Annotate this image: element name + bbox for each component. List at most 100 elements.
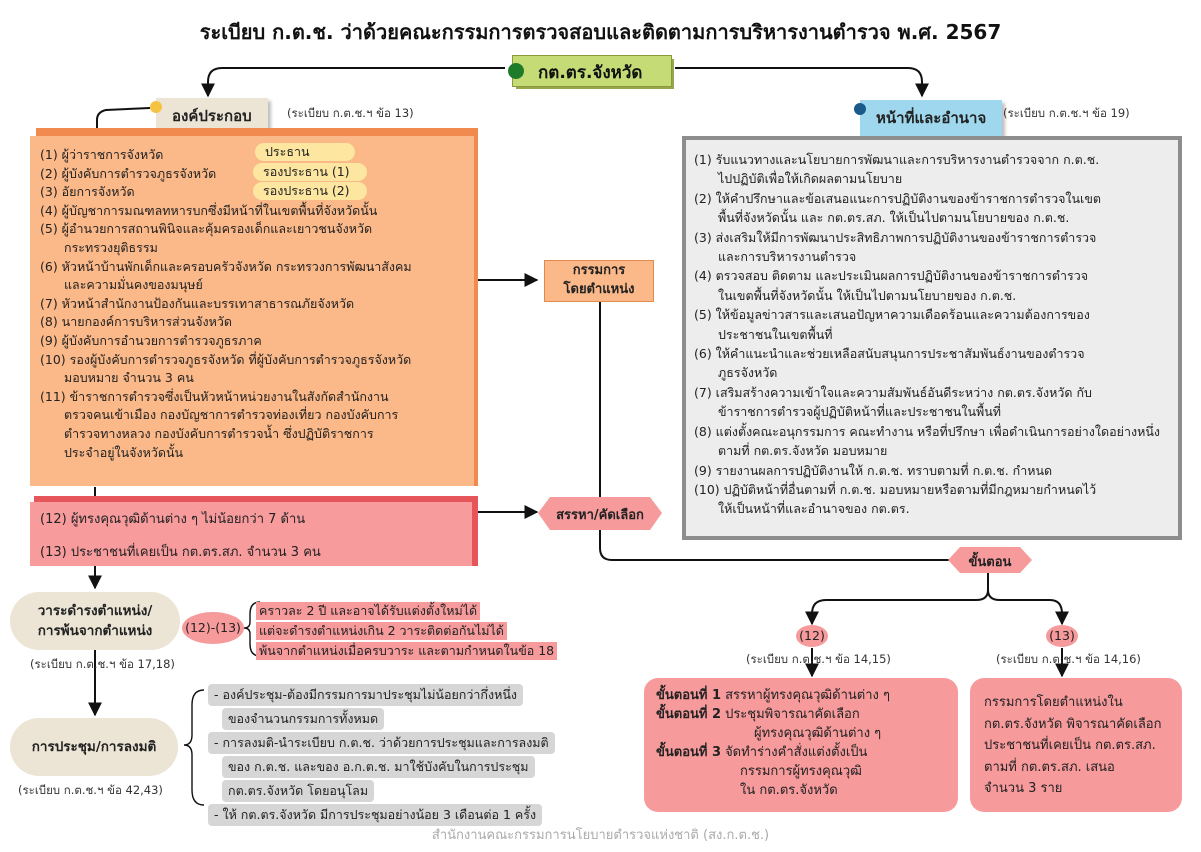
p13-line: จำนวน 3 ราย [984, 781, 1063, 796]
meeting-bullet-line: - การลงมติ-นำระเบียบ ก.ต.ช. ว่าด้วยการปร… [208, 732, 555, 754]
duties-ref: (ระเบียบ ก.ต.ช.ฯ ข้อ 19) [1003, 106, 1130, 120]
composition-item-line: (8) นายกองค์การบริหารส่วนจังหวัด [40, 314, 233, 330]
step-label: ขั้นตอนที่ 2 [656, 707, 722, 722]
composition-item-line: ตรวจคนเข้าเมือง กองบัญชาการตำรวจท่องเที่… [64, 407, 399, 423]
duty-item-line: ข้าราชการตำรวจผู้ปฏิบัติหน้าที่และประชาช… [718, 404, 1002, 420]
duty-item-line: พื้นที่จังหวัดนั้น และ กต.ตร.สภ. ให้เป็น… [718, 210, 1070, 226]
duty-item-line: (6) ให้คำแนะนำและช่วยเหลือสนับสนุนการประ… [694, 346, 1085, 362]
procedure-shape [948, 547, 1032, 573]
provincial-committee-node: กต.ตร.จังหวัด [508, 55, 674, 89]
meeting-bullet-line: ของ ก.ต.ช. และของ อ.ก.ต.ช. มาใช้บังคับใน… [222, 756, 535, 778]
step-text: ผู้ทรงคุณวุฒิด้านต่าง ๆ [754, 726, 882, 741]
term-line-1: คราวละ 2 ปี และอาจได้รับแต่งตั้งใหม่ได้ [256, 602, 481, 620]
p13-line: ตามที่ กต.ตร.สภ. เสนอ [984, 759, 1115, 775]
duty-item-line: (10) ปฏิบัติหน้าที่อื่นตามที่ ก.ต.ช. มอบ… [694, 481, 1097, 497]
composition-item-line: (10) รองผู้บังคับการตำรวจภูธรจังหวัด ที่… [40, 351, 412, 367]
meeting-ref: (ระเบียบ ก.ต.ช.ฯ ข้อ 42,43) [18, 783, 163, 797]
step-line: ผู้ทรงคุณวุฒิด้านต่าง ๆ [656, 724, 890, 743]
meeting-bullet-line: - ให้ กต.ตร.จังหวัด มีการประชุมอย่างน้อย… [208, 804, 543, 826]
recruit-shape [538, 497, 662, 530]
role-chair: ประธาน [255, 143, 355, 161]
term-range-badge: (12)-(13) [182, 612, 244, 644]
procedure-label: ขั้นตอน [968, 555, 1012, 570]
duty-item-line: ให้เป็นหน้าที่และอำนาจของ กต.ตร. [718, 501, 910, 517]
step-text: ประชุมพิจารณาคัดเลือก [725, 707, 860, 722]
composition-item-line: (2) ผู้บังคับการตำรวจภูธรจังหวัด [40, 165, 217, 181]
meeting-bullet-line: กต.ตร.จังหวัด โดยอนุโลม [222, 780, 375, 802]
p13-box: กรรมการโดยตำแหน่งในกต.ตร.จังหวัด พิจารณา… [970, 678, 1182, 812]
step-text: ใน กต.ตร.จังหวัด [740, 783, 838, 798]
green-dot-icon [508, 63, 524, 79]
term-line-3: พ้นจากตำแหน่งเมื่อครบวาระ และตามกำหนดในข… [256, 642, 558, 660]
meeting-bullet-line: ของจำนวนกรรมการทั้งหมด [222, 708, 385, 730]
composition-item-line: (1) ผู้ว่าราชการจังหวัด [40, 147, 164, 162]
duty-item-line: ในเขตพื้นที่จังหวัดนั้น ให้เป็นไปตามนโยบ… [718, 287, 1017, 303]
duty-item-line: (7) เสริมสร้างความเข้าใจและความสัมพันธ์อ… [694, 384, 1092, 400]
composition-item-line: ตำรวจทางหลวง กองบังคับการตำรวจน้ำ ซึ่งปฏ… [64, 425, 374, 441]
duty-item-line: ตามที่ กต.ตร.จังหวัด มอบหมาย [718, 443, 888, 459]
p13-ref: (ระเบียบ ก.ต.ช.ฯ ข้อ 14,16) [996, 652, 1141, 666]
composition-box: (1) ผู้ว่าราชการจังหวัด (2) ผู้บังคับการต… [30, 136, 474, 486]
p13-line: ประชาชนที่เคยเป็น กต.ตร.สภ. [984, 738, 1156, 753]
step-label: ขั้นตอนที่ 3 [656, 745, 722, 760]
duty-item-line: (5) ให้ข้อมูลข่าวสารและเสนอปัญหาความเดือ… [694, 307, 1090, 323]
term-ref: (ระเบียบ ก.ต.ช.ฯ ข้อ 17,18) [30, 657, 175, 671]
duty-item-line: (8) แต่งตั้งคณะอนุกรรมการ คณะทำงาน หรือท… [694, 423, 1160, 439]
duty-item-line: (1) รับแนวทางและนโยบายการพัฒนาและการบริห… [694, 152, 1100, 167]
meeting-details: - องค์ประชุม-ต้องมีกรรมการมาประชุมไม่น้อ… [208, 684, 555, 828]
member-12: (12) ผู้ทรงคุณวุฒิด้านต่าง ๆ ไม่น้อยกว่า… [40, 512, 306, 527]
yellow-dot-icon [150, 101, 162, 113]
composition-item-line: ประจำอยู่ในจังหวัดนั้น [64, 444, 184, 460]
p12-ref: (ระเบียบ ก.ต.ช.ฯ ข้อ 14,15) [746, 652, 891, 666]
footer: สำนักงานคณะกรรมการนโยบายตำรวจแห่งชาติ (ส… [431, 828, 770, 843]
p13-line: กต.ตร.จังหวัด พิจารณาคัดเลือก [984, 716, 1162, 732]
role-vice-1: รองประธาน (1) [253, 163, 367, 181]
term-details: คราวละ 2 ปี และอาจได้รับแต่งตั้งใหม่ได้ … [256, 600, 558, 660]
composition-item-line: กระทรวงยุติธรรม [64, 239, 158, 255]
composition-item-line: (4) ผู้บัญชาการมณฑลทหารบกซึ่งมีหน้าที่ใน… [40, 202, 378, 218]
duties-box: (1) รับแนวทางและนโยบายการพัฒนาและการบริห… [682, 136, 1182, 540]
duty-item-line: และการบริหารงานตำรวจ [718, 249, 857, 265]
duty-item-line: (3) ส่งเสริมให้มีการพัฒนาประสิทธิภาพการป… [694, 229, 1097, 245]
role-vice-2: รองประธาน (2) [253, 182, 367, 200]
term-line-2: แต่จะดำรงตำแหน่งเกิน 2 วาระติดต่อกันไม่ไ… [256, 622, 507, 640]
center-node-label: กต.ตร.จังหวัด [538, 63, 643, 83]
composition-item-line: (11) ข้าราชการตำรวจซึ่งเป็นหัวหน้าหน่วยง… [40, 388, 389, 404]
composition-item-line: (5) ผู้อำนวยการสถานพินิจและคุ้มครองเด็กแ… [40, 221, 373, 237]
composition-item-line: มอบหมาย จำนวน 3 คน [64, 370, 194, 386]
selected-members-box: (12) ผู้ทรงคุณวุฒิด้านต่าง ๆ ไม่น้อยกว่า… [30, 502, 472, 566]
blue-dot-icon [854, 103, 866, 115]
duty-item-line: (4) ตรวจสอบ ติดตาม และประเมินผลการปฏิบัต… [694, 268, 1089, 284]
composition-item-line: และความมั่นคงของมนุษย์ [64, 277, 203, 293]
meeting-bullet-line: - องค์ประชุม-ต้องมีกรรมการมาประชุมไม่น้อ… [208, 684, 523, 706]
step-line: กรรมการผู้ทรงคุณวุฒิ [656, 762, 890, 781]
step-text: จัดทำร่างคำสั่งแต่งตั้งเป็น [725, 745, 868, 760]
step-line: ใน กต.ตร.จังหวัด [656, 781, 890, 800]
step-text: สรรหาผู้ทรงคุณวุฒิด้านต่าง ๆ [725, 688, 890, 703]
composition-item-line: (9) ผู้บังคับการอำนวยการตำรวจภูธรภาค [40, 332, 262, 348]
page-title: ระเบียบ ก.ต.ช. ว่าด้วยคณะกรรมการตรวจสอบแ… [199, 20, 1002, 44]
p13-badge: (13) [1046, 625, 1078, 647]
composition-ref: (ระเบียบ ก.ต.ช.ฯ ข้อ 13) [287, 106, 414, 120]
meeting-node: การประชุม/การลงมติ [10, 718, 178, 776]
composition-item-line: (7) หัวหน้าสำนักงานป้องกันและบรรเทาสาธาร… [40, 295, 355, 311]
duty-item-line: ไปปฏิบัติเพื่อให้เกิดผลตามนโยบาย [718, 171, 903, 187]
step-text: กรรมการผู้ทรงคุณวุฒิ [740, 764, 862, 779]
duty-item-line: (2) ให้คำปรึกษาและข้อเสนอแนะการปฏิบัติงา… [694, 190, 1101, 206]
duty-item-line: (9) รายงานผลการปฏิบัติงานให้ ก.ต.ช. ทราบ… [694, 462, 1053, 478]
member-13: (13) ประชาชนที่เคยเป็น กต.ตร.สภ. จำนวน 3… [40, 545, 321, 560]
p13-line: กรรมการโดยตำแหน่งใน [984, 695, 1123, 710]
ex-officio-box: กรรมการ โดยตำแหน่ง [544, 260, 654, 302]
recruit-label: สรรหา/คัดเลือก [556, 508, 644, 523]
duty-item-line: ภูธรจังหวัด [718, 365, 778, 381]
composition-item-line: (3) อัยการจังหวัด [40, 184, 135, 200]
p12-badge: (12) [796, 625, 828, 647]
duty-item-line: ประชาชนในเขตพื้นที่ [718, 326, 833, 342]
term-node: วาระดำรงตำแหน่ง/ การพ้นจากตำแหน่ง [10, 592, 180, 650]
duties-header: หน้าที่และอำนาจ [860, 100, 1003, 136]
